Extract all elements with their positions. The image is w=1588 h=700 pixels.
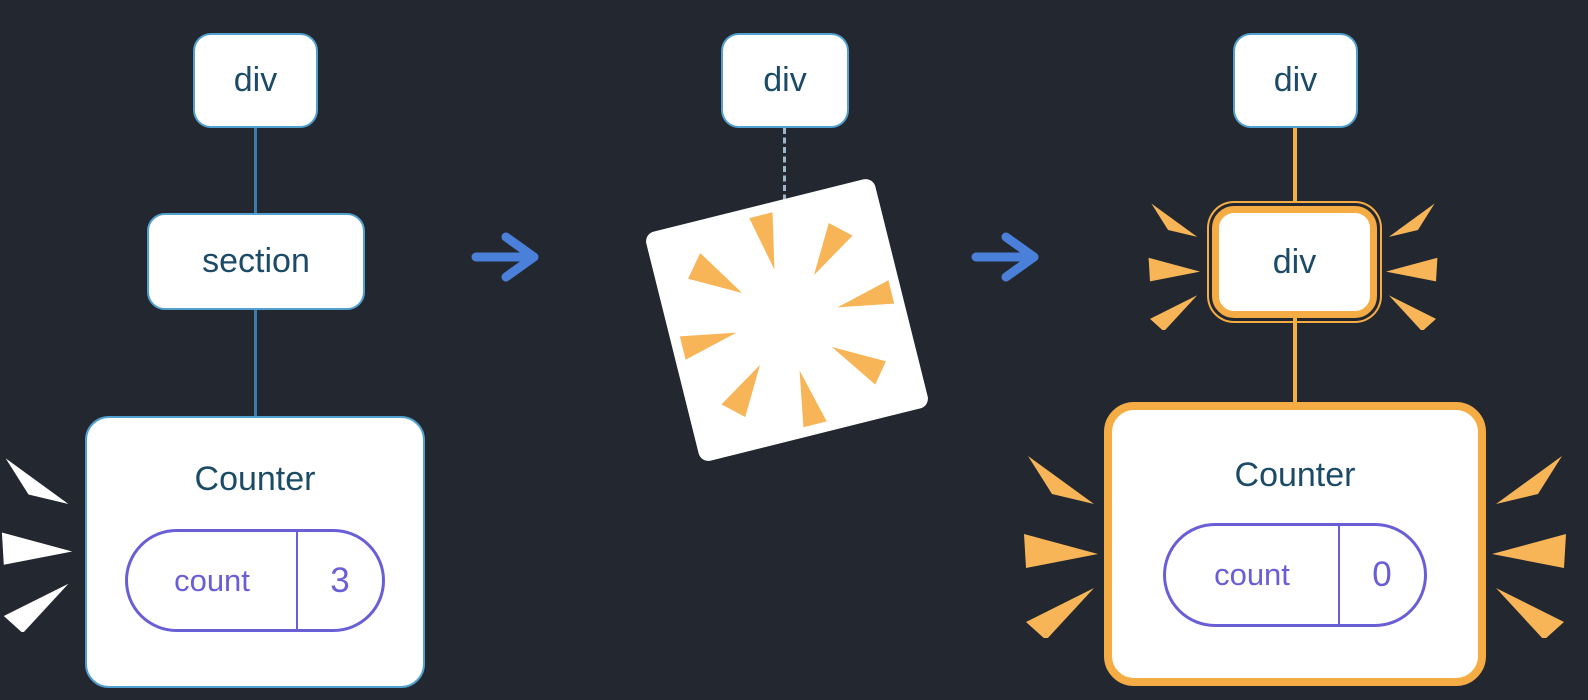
counter-component-card-new: Counter count 0	[1104, 402, 1486, 686]
component-title: Counter	[1234, 456, 1356, 494]
poof-burst-icon	[1148, 203, 1201, 330]
node-label: div	[1273, 61, 1318, 99]
poof-burst-icon	[1, 458, 73, 632]
arrow-right-icon	[971, 232, 1039, 282]
counter-component-card: Counter count 3	[85, 416, 425, 688]
poof-burst-icon	[1385, 203, 1438, 330]
connector-line-orange	[1293, 128, 1297, 206]
state-value: 0	[1338, 526, 1424, 625]
dashed-connector-line	[783, 128, 786, 210]
state-pill: count 3	[125, 529, 385, 633]
state-key-label: count	[174, 562, 250, 598]
node-label: section	[202, 242, 310, 280]
node-label: div	[1272, 242, 1317, 281]
tree-node-div-root: div	[721, 33, 849, 128]
poof-explosion-icon	[646, 179, 928, 461]
poof-burst-icon	[1024, 456, 1098, 638]
poof-burst-icon	[1492, 456, 1566, 638]
connector-line-orange	[1293, 318, 1297, 402]
tree-node-div-root: div	[193, 33, 318, 128]
arrow-right-icon	[471, 232, 539, 282]
tree-node-div-root: div	[1233, 33, 1358, 128]
connector-line	[254, 128, 257, 213]
connector-line	[254, 310, 257, 416]
tree-node-section: section	[147, 213, 365, 310]
tree-node-div-new: div	[1212, 206, 1377, 318]
component-title: Counter	[194, 460, 316, 498]
node-label: div	[763, 61, 807, 99]
state-value: 3	[296, 532, 382, 630]
state-pill: count 0	[1163, 523, 1427, 628]
state-key-label: count	[1214, 557, 1290, 593]
node-label: div	[233, 61, 278, 99]
